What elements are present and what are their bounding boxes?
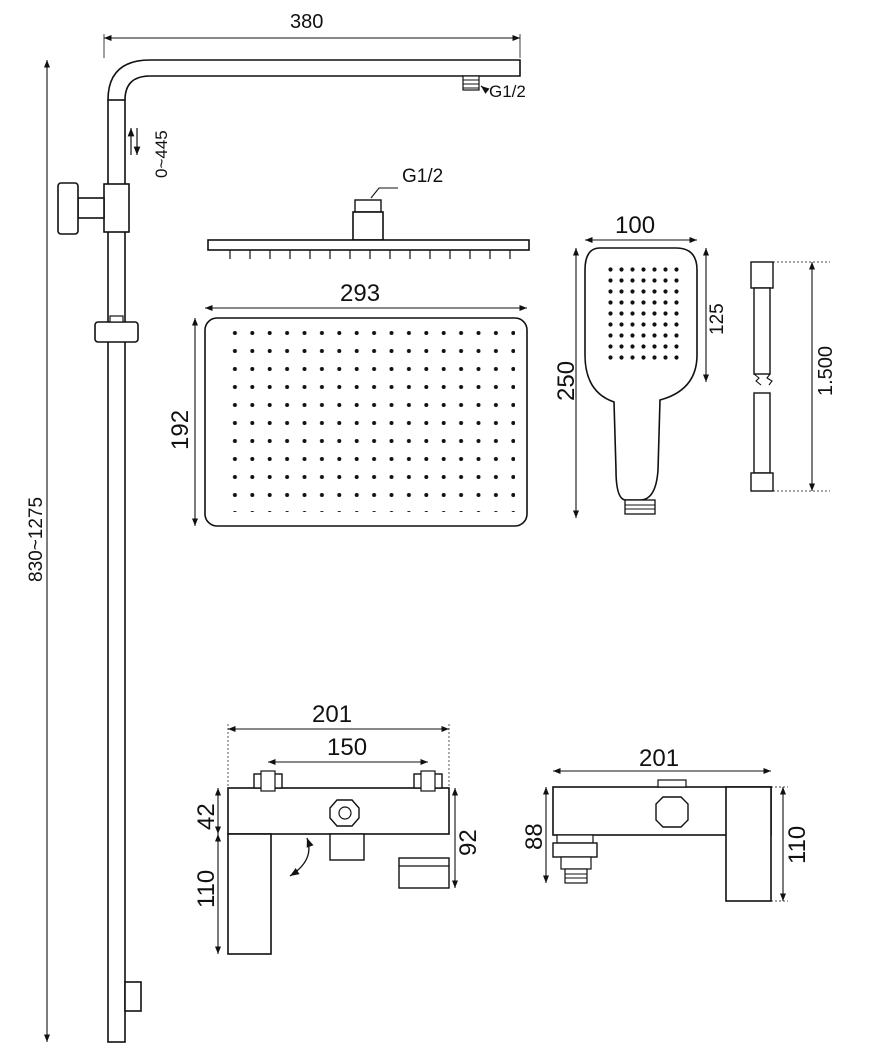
- slider-range-label: 0~445: [152, 130, 171, 178]
- side-height-110-label: 110: [784, 826, 811, 864]
- top-thread-connector: [462, 75, 480, 91]
- total-height-label: 830~1275: [26, 497, 47, 582]
- arm-length-label: 380: [290, 11, 323, 33]
- mixer-side-view: [552, 779, 772, 902]
- head-thread-label: G1/2: [402, 166, 443, 187]
- overhead-arm: [107, 59, 521, 101]
- hand-width-label: 100: [615, 212, 655, 239]
- hand-total-length-label: 250: [553, 361, 580, 401]
- shower-hose: [750, 261, 774, 492]
- hose-length-label: 1.500: [815, 346, 837, 396]
- mixer-front-view: [227, 770, 450, 955]
- mixer-centers-label: 150: [327, 734, 367, 761]
- diverter-block: [57, 182, 130, 235]
- riser-pipe: [107, 99, 126, 1043]
- mixer-body-height-label: 42: [193, 803, 220, 830]
- hand-shower-holder: [94, 315, 139, 343]
- side-height-88-label: 88: [521, 823, 548, 850]
- hand-shower: [584, 247, 698, 515]
- head-depth-label: 192: [167, 410, 194, 450]
- top-thread-label: G1/2: [489, 82, 526, 101]
- mixer-spout-height-label: 110: [193, 870, 220, 908]
- mixer-width-label: 201: [312, 701, 352, 728]
- mixer-outlet-height-label: 92: [455, 829, 482, 856]
- side-width-label: 201: [639, 745, 679, 772]
- wall-bracket: [124, 981, 142, 1012]
- shower-head-top-view: [204, 317, 528, 527]
- shower-head-side-view: [207, 187, 530, 259]
- shower-column: [57, 59, 521, 1043]
- hand-head-length-label: 125: [707, 303, 728, 335]
- head-width-label: 293: [340, 280, 380, 307]
